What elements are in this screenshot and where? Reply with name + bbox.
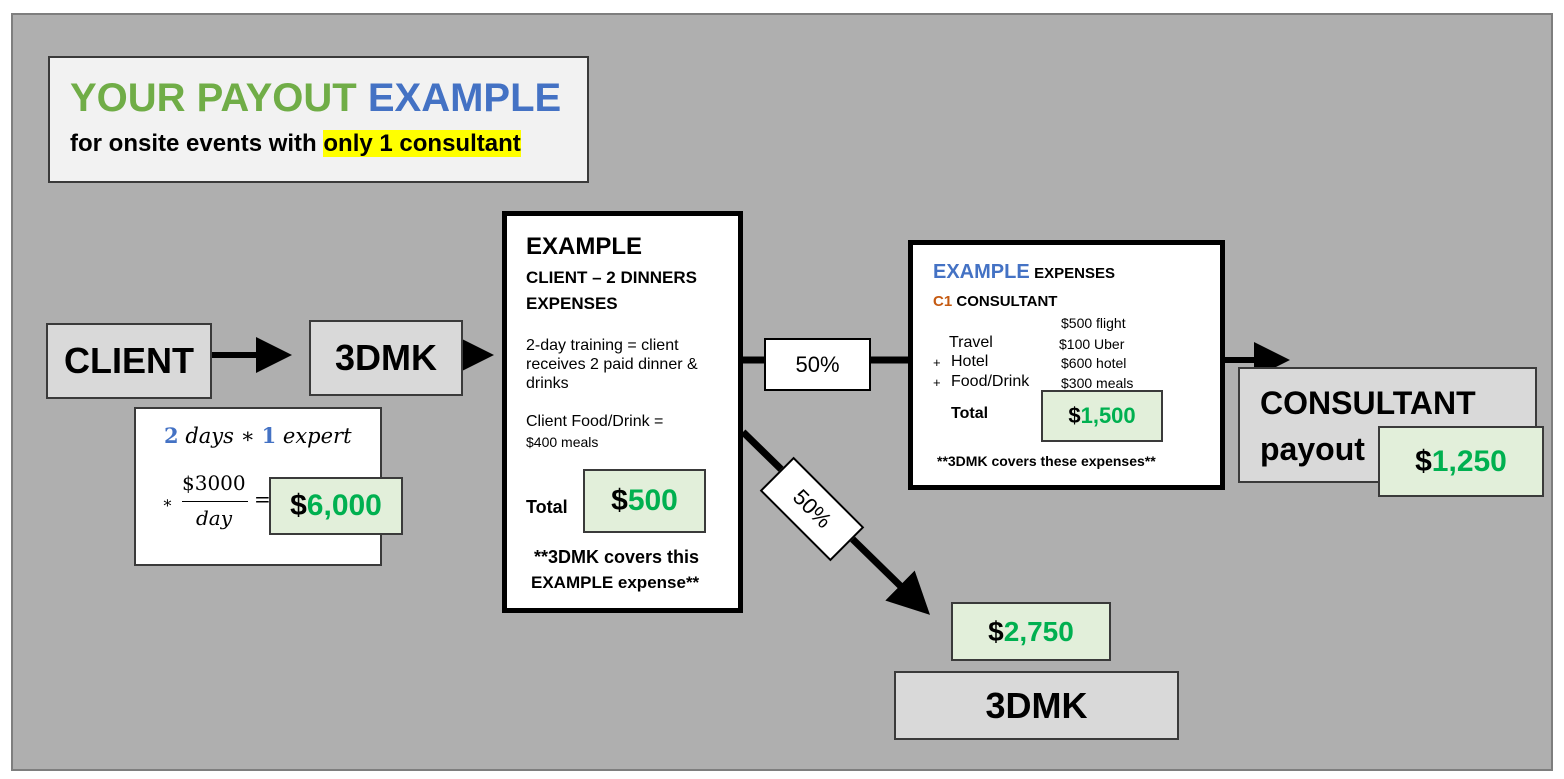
title-word-example: EXAMPLE [367, 76, 562, 120]
calc-days-label: days [185, 424, 234, 448]
client-expenses-box: EXAMPLE CLIENT – 2 DINNERS EXPENSES 2-da… [502, 211, 743, 613]
consultant-expenses-heading: EXAMPLE EXPENSES [933, 261, 1115, 284]
calc-times: ∗ [240, 424, 255, 448]
calc-equals: = [254, 487, 271, 511]
calc-star: ∗ [162, 493, 173, 512]
client-food-line2: $400 meals [526, 434, 599, 450]
client-note-line2: EXAMPLE expense** [531, 573, 700, 592]
consultant-c1-label: CONSULTANT [956, 293, 1058, 310]
client-node: CLIENT [46, 323, 212, 399]
split-upper-label: 50% [764, 338, 871, 391]
consultant-expenses-box: EXAMPLE EXPENSES C1 CONSULTANT $500 flig… [908, 240, 1225, 490]
page-title: YOUR PAYOUT EXAMPLE [70, 76, 561, 121]
calc-expert-number: 1 [261, 423, 277, 448]
expense-item-food: Food/Drink [951, 373, 1030, 390]
expense-amount-uber: $100 Uber [1059, 336, 1125, 352]
consultant-c1-line: C1 CONSULTANT [933, 293, 1057, 310]
consultant-payout-symbol: $ [1415, 444, 1432, 478]
consultant-payout-value: 1,250 [1431, 444, 1507, 478]
consultant-expenses-heading-small: EXPENSES [1034, 265, 1116, 282]
client-expenses-heading: EXAMPLE [526, 233, 643, 260]
client-expenses-desc2: receives 2 paid dinner & [526, 356, 698, 373]
dmk-bottom-node: 3DMK [894, 671, 1179, 740]
consultant-expenses-total-box: $1,500 [1041, 390, 1163, 442]
calc-formula-line: 2 days ∗ 1 expert [164, 423, 352, 448]
calc-expert-label: expert [282, 424, 352, 448]
title-word-payout: YOUR PAYOUT [70, 76, 357, 120]
consultant-node-subtitle: payout [1260, 431, 1365, 467]
expense-amount-flight: $500 flight [1061, 315, 1126, 331]
client-total-box: $500 [583, 469, 706, 533]
consultant-expenses-note: **3DMK covers these expenses** [937, 453, 1156, 469]
consultant-expenses-heading-big: EXAMPLE [933, 261, 1030, 283]
dmk-payout-box: $2,750 [951, 602, 1111, 661]
fraction-bar [182, 501, 248, 502]
expense-item-travel: Travel [949, 334, 993, 351]
client-expenses-desc1: 2-day training = client [526, 337, 679, 354]
client-total-label: Total [526, 497, 568, 517]
client-expenses-sub2: EXPENSES [526, 294, 618, 313]
expense-prefix-hotel: + [933, 355, 941, 370]
expense-prefix-food: + [933, 375, 941, 390]
subtitle-prefix: for onsite events with [70, 130, 317, 157]
consultant-payout-box: $1,250 [1378, 426, 1544, 497]
dmk-payout-symbol: $ [988, 615, 1004, 647]
dmk-payout-value: 2,750 [1003, 615, 1074, 647]
total-fee-symbol: $ [290, 489, 307, 522]
consultant-node-title: CONSULTANT [1260, 385, 1476, 421]
expense-amount-meals: $300 meals [1061, 375, 1134, 391]
consultant-total-label: Total [951, 405, 989, 422]
client-total-value: 500 [627, 484, 678, 517]
calc-days-number: 2 [164, 423, 179, 448]
dmk-node: 3DMK [309, 320, 463, 396]
consultant-expenses-total-symbol: $ [1068, 403, 1081, 428]
expense-amount-hotel: $600 hotel [1061, 355, 1127, 371]
total-fee-value: 6,000 [306, 489, 382, 522]
calc-rate: $3000 [182, 471, 246, 495]
client-expenses-sub1: CLIENT – 2 DINNERS [526, 268, 697, 287]
total-fee-box: $6,000 [269, 477, 403, 535]
subtitle-highlight: only 1 consultant [323, 130, 521, 157]
consultant-expenses-total-value: 1,500 [1080, 403, 1136, 428]
calc-per-day: day [196, 506, 233, 530]
client-total-symbol: $ [611, 484, 628, 517]
client-food-line1: Client Food/Drink = [526, 413, 664, 430]
client-note-line1: **3DMK covers this [534, 547, 700, 567]
consultant-c1-code: C1 [933, 293, 953, 310]
expense-item-hotel: Hotel [951, 353, 989, 370]
client-expenses-desc3: drinks [526, 375, 569, 392]
page-subtitle: for onsite events with only 1 consultant [70, 130, 521, 158]
title-box: YOUR PAYOUT EXAMPLE for onsite events wi… [48, 56, 589, 183]
